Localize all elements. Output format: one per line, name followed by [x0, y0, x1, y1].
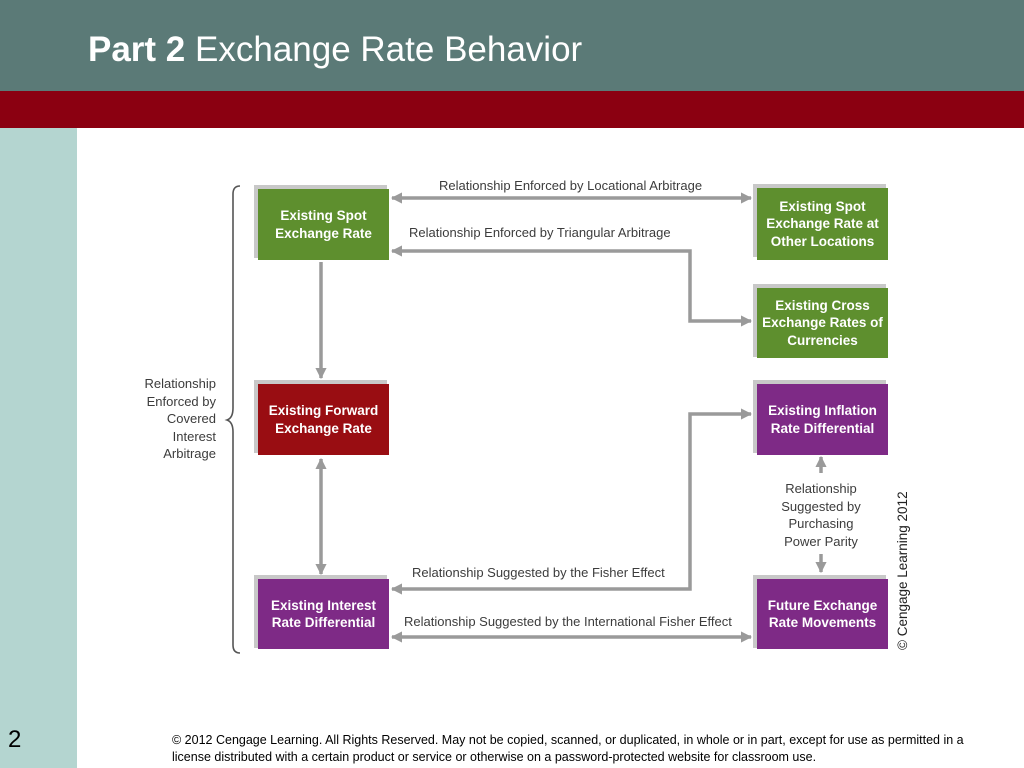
slide-number: 2: [8, 726, 22, 753]
box-future-movements: Future Exchange Rate Movements: [757, 579, 888, 649]
label-international-fisher-effect: Relationship Suggested by the Internatio…: [404, 614, 732, 629]
label-fisher-effect: Relationship Suggested by the Fisher Eff…: [412, 565, 665, 580]
slide-title-bold: Part 2: [88, 30, 186, 69]
box-inflation-differential: Existing Inflation Rate Differential: [757, 384, 888, 455]
arrow-triangular: [390, 245, 753, 327]
header-band: [0, 91, 1024, 128]
slide-title-rest: Exchange Rate Behavior: [195, 30, 583, 69]
arrow-fisher: [390, 408, 753, 595]
slide-title: Part 2 Exchange Rate Behavior: [88, 30, 582, 70]
footer-copyright: © 2012 Cengage Learning. All Rights Rese…: [172, 733, 964, 764]
box-spot-other-locations: Existing Spot Exchange Rate at Other Loc…: [757, 188, 888, 260]
label-purchasing-power-parity: Relationship Suggested by Purchasing Pow…: [781, 481, 861, 549]
box-interest-differential: Existing Interest Rate Differential: [258, 579, 389, 649]
label-locational-arbitrage: Relationship Enforced by Locational Arbi…: [439, 178, 703, 193]
label-triangular-arbitrage: Relationship Enforced by Triangular Arbi…: [409, 225, 671, 240]
copyright-vertical: © Cengage Learning 2012: [895, 491, 910, 650]
label-covered-interest-arbitrage: Relationship Enforced by Covered Interes…: [144, 376, 216, 462]
box-forward-rate: Existing Forward Exchange Rate: [258, 384, 389, 455]
box-cross-rates: Existing Cross Exchange Rates of Currenc…: [757, 288, 888, 358]
box-existing-spot-rate: Existing Spot Exchange Rate: [258, 189, 389, 260]
side-strip: [0, 128, 77, 768]
slide-header: [0, 0, 1024, 91]
covered-brace: [224, 185, 241, 654]
